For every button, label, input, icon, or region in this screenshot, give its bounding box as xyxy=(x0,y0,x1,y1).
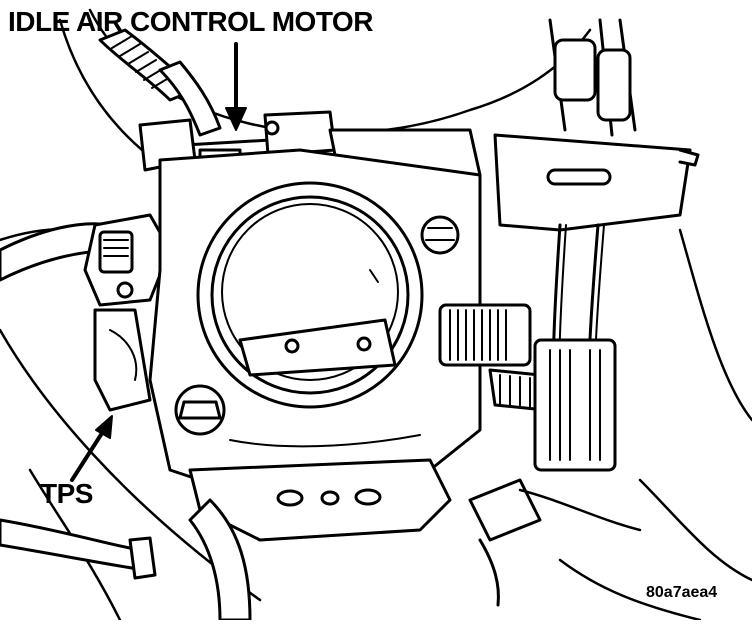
tps-leader-line xyxy=(70,428,106,482)
callout-idle-air-control-motor: IDLE AIR CONTROL MOTOR xyxy=(8,6,373,37)
throttle-body xyxy=(148,148,482,542)
tps-arrowhead xyxy=(95,415,113,439)
figure-code: 80a7aea4 xyxy=(646,584,718,601)
callout-tps: TPS xyxy=(40,478,93,509)
cable-bracket xyxy=(493,18,700,472)
callout-arrows xyxy=(70,42,247,482)
hoses xyxy=(0,478,642,622)
wiring-harness xyxy=(0,28,222,282)
tps-sensor xyxy=(83,213,172,412)
iac-arrowhead xyxy=(225,107,247,131)
